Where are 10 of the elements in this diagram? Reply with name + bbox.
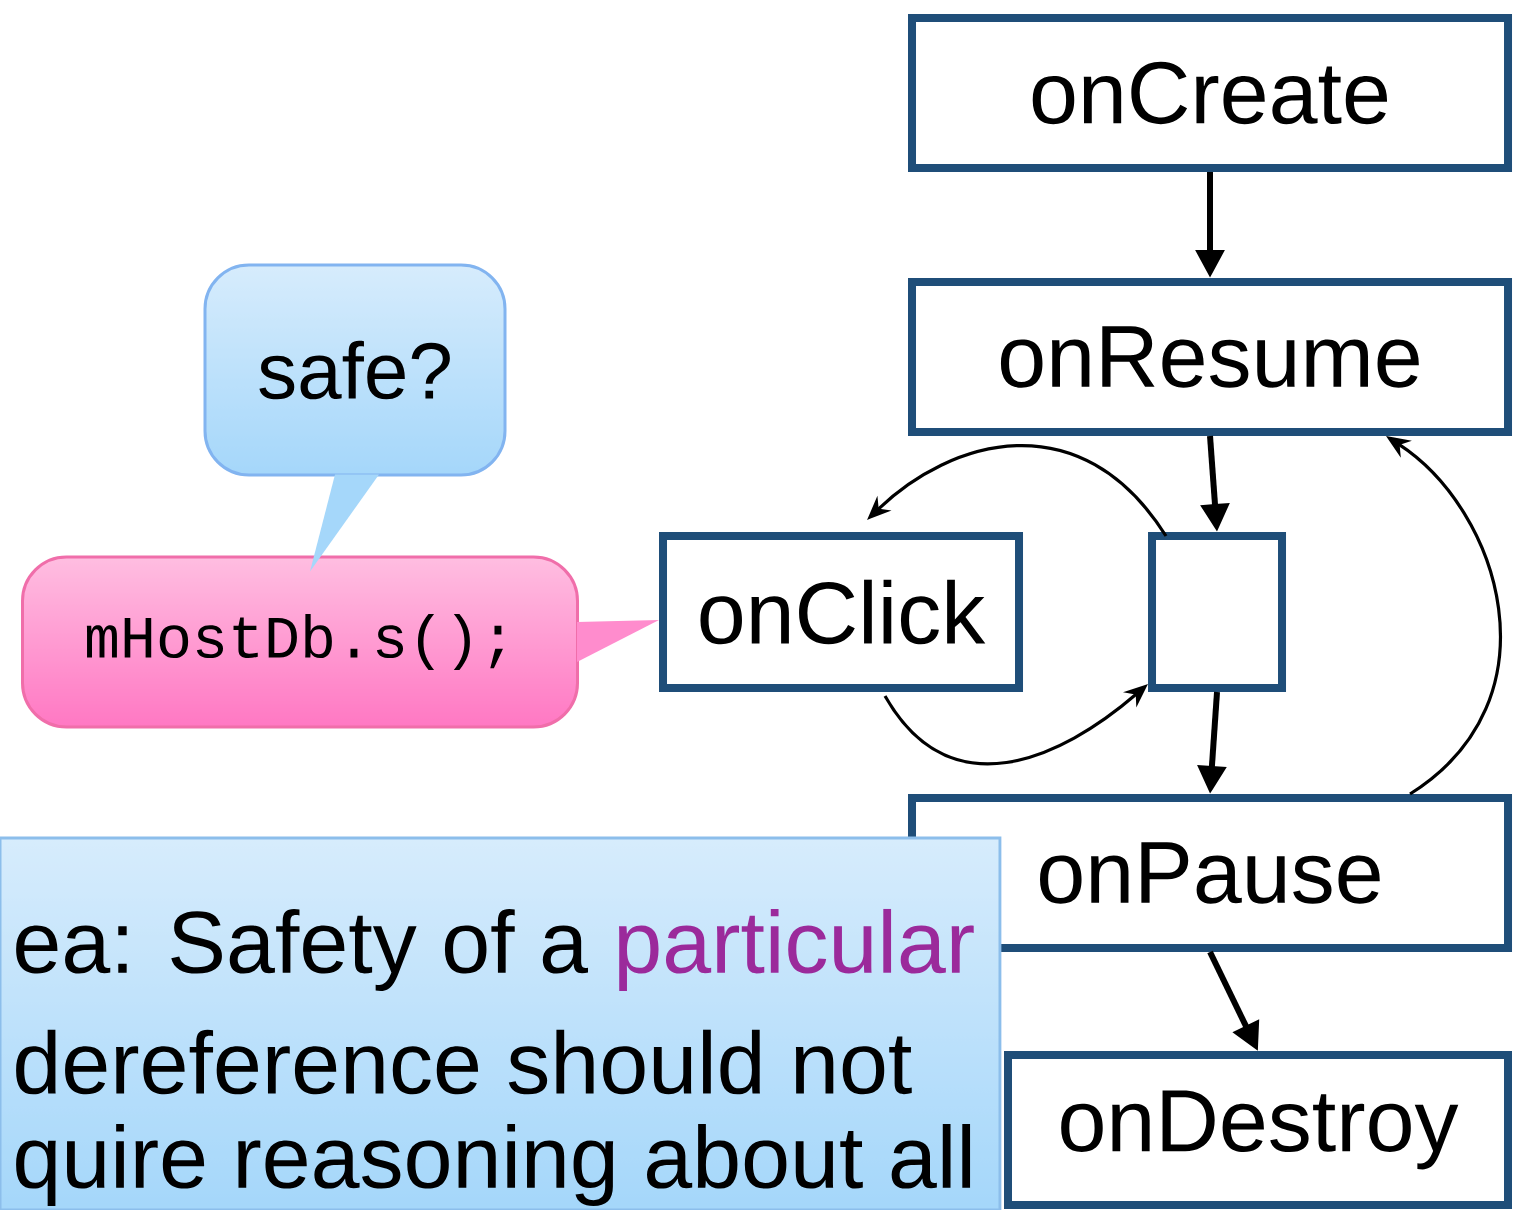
process-box: onClick bbox=[659, 532, 1023, 692]
bubble-tail bbox=[310, 474, 379, 572]
speech-bubble: mHostDb.s(); bbox=[21, 555, 579, 729]
process-box: onCreate bbox=[908, 14, 1512, 172]
process-box: onDestroy bbox=[1004, 1051, 1512, 1209]
process-box bbox=[1148, 532, 1286, 692]
bubble-tail bbox=[577, 620, 659, 662]
note-box: ea: Safety of a particular dereference should not quire reasoning about all bbox=[0, 836, 1002, 1210]
process-box: onResume bbox=[908, 278, 1512, 436]
speech-bubble: safe? bbox=[203, 263, 507, 477]
